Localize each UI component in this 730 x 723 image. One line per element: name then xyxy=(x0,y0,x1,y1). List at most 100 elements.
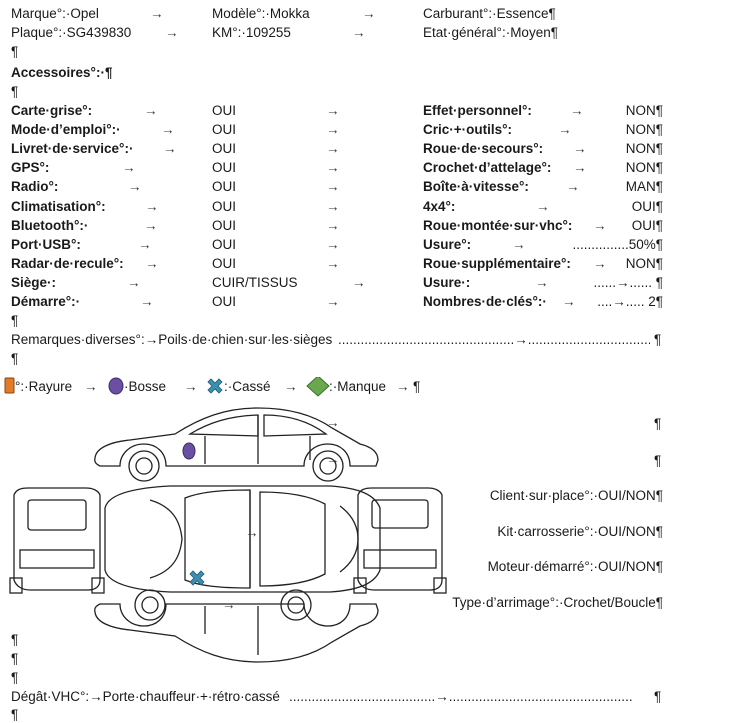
accessory-value: ....→..... 2¶ xyxy=(597,294,663,309)
accessory-value: OUI xyxy=(212,217,237,233)
accessory-label: Roue·montée·sur·vhc°: xyxy=(423,217,573,233)
accessory-value: OUI xyxy=(212,255,237,271)
check-type-arrimage: Type·d’arrimage°:·Crochet/Boucle¶ xyxy=(452,595,663,610)
pilcrow: ¶ xyxy=(11,632,19,647)
tab-arrow: → xyxy=(145,198,159,214)
tab-arrow: → xyxy=(184,379,198,394)
accessory-label: 4x4°: xyxy=(423,198,456,214)
accessory-label: Usure°: xyxy=(423,236,472,252)
tab-arrow: → xyxy=(128,179,142,195)
accessory-label: Carte·grise°: xyxy=(11,103,93,118)
tab-arrow: → xyxy=(161,122,175,138)
accessory-label: Siège·: xyxy=(11,274,57,290)
bosse-icon xyxy=(108,377,124,395)
tab-arrow: → xyxy=(326,255,340,271)
tab-arrow: → xyxy=(593,255,607,271)
car-side-view-bottom xyxy=(94,589,379,663)
tab-arrow: → xyxy=(396,379,410,394)
tab-arrow: → xyxy=(562,294,576,309)
tab-arrow: → xyxy=(593,217,607,233)
pilcrow: ¶ xyxy=(654,416,662,431)
tab-arrow: → xyxy=(326,452,340,467)
accessory-label: Radar·de·recule°: xyxy=(11,255,124,271)
accessory-value: NON¶ xyxy=(625,122,663,138)
bosse-marker xyxy=(182,442,196,460)
tab-arrow: → xyxy=(326,294,340,309)
legend-icons xyxy=(4,377,330,397)
tab-arrow: → xyxy=(144,103,158,118)
damage-leader: .......................................→… xyxy=(289,689,633,704)
accessory-value: OUI xyxy=(212,103,237,118)
tab-arrow: → xyxy=(140,294,154,309)
check-client-sur-place: Client·sur·place°:·OUI/NON¶ xyxy=(489,488,663,503)
tab-arrow: → xyxy=(573,160,587,176)
tab-arrow: → xyxy=(165,25,179,40)
pilcrow: ¶ xyxy=(11,84,19,99)
pilcrow: ¶ xyxy=(413,379,421,394)
legend-label-manque: :·Manque xyxy=(329,379,387,394)
accessory-value: OUI xyxy=(212,236,237,252)
tab-arrow: → xyxy=(326,217,340,233)
manque-icon xyxy=(306,377,330,397)
accessory-value: NON¶ xyxy=(625,103,663,118)
tab-arrow: → xyxy=(284,379,298,394)
accessory-label: Climatisation°: xyxy=(11,198,106,214)
accessory-value: CUIR/TISSUS xyxy=(212,274,298,290)
accessory-label: Roue·de·secours°: xyxy=(423,141,544,157)
car-diagram xyxy=(9,407,447,663)
tab-arrow: → xyxy=(326,415,340,430)
tab-arrow: → xyxy=(573,141,587,157)
marque-field: Marque°:·Opel xyxy=(11,6,99,21)
accessory-value: OUI xyxy=(212,160,237,176)
tab-arrow: → xyxy=(245,525,259,540)
accessory-label: Crochet·d’attelage°: xyxy=(423,160,552,176)
car-side-view-top xyxy=(94,407,379,482)
accessory-value: OUI xyxy=(212,122,237,138)
pilcrow: ¶ xyxy=(654,689,662,704)
rayure-icon xyxy=(4,377,15,394)
km-field: KM°:·109255 xyxy=(212,25,291,40)
tab-arrow: → xyxy=(122,160,136,176)
tab-arrow: → xyxy=(352,25,366,40)
check-moteur-demarre: Moteur·démarré°:·OUI/NON¶ xyxy=(487,559,663,574)
tab-arrow: → xyxy=(127,274,141,290)
accessory-value: OUI xyxy=(212,294,237,309)
car-front-view xyxy=(9,487,105,594)
accessory-label: Nombres·de·clés°:· xyxy=(423,294,547,309)
accessory-value: OUI xyxy=(212,141,237,157)
tab-arrow: → xyxy=(326,103,340,118)
accessories-title: Accessoires°:·¶ xyxy=(11,65,113,80)
tab-arrow: → xyxy=(326,198,340,214)
pilcrow: ¶ xyxy=(11,313,19,328)
accessory-value: ......→...... ¶ xyxy=(593,274,663,290)
carburant-field: Carburant°:·Essence¶ xyxy=(423,6,556,21)
accessory-value: OUI xyxy=(212,198,237,214)
etat-field: Etat·général°:·Moyen¶ xyxy=(423,25,558,40)
accessory-label: Démarre°:· xyxy=(11,294,81,309)
legend-label-bosse: ·Bosse xyxy=(124,379,167,394)
tab-arrow: → xyxy=(512,236,526,252)
tab-arrow: → xyxy=(362,6,376,21)
accessory-label: Bluetooth°:· xyxy=(11,217,89,233)
tab-arrow: → xyxy=(326,236,340,252)
accessory-value: NON¶ xyxy=(625,255,663,271)
accessory-label: GPS°: xyxy=(11,160,50,176)
accessory-value: ...............50%¶ xyxy=(572,236,663,252)
legend-label-rayure: °:·Rayure xyxy=(15,379,73,394)
check-kit-carrosserie: Kit·carrosserie°:·OUI/NON¶ xyxy=(497,524,663,539)
tab-arrow: → xyxy=(222,597,236,612)
accessory-label: Usure·: xyxy=(423,274,471,290)
accessory-value: OUI¶ xyxy=(631,217,663,233)
remarks-label: Remarques·diverses°:→Poils·de·chien·sur·… xyxy=(11,332,333,347)
tab-arrow: → xyxy=(326,122,340,138)
accessory-value: NON¶ xyxy=(625,160,663,176)
tab-arrow: → xyxy=(326,179,340,195)
tab-arrow: → xyxy=(163,141,177,157)
tab-arrow: → xyxy=(326,141,340,157)
tab-arrow: → xyxy=(138,236,152,252)
accessory-label: Mode·d’emploi°:· xyxy=(11,122,121,138)
accessory-label: Port·USB°: xyxy=(11,236,81,252)
pilcrow: ¶ xyxy=(654,453,662,468)
accessory-label: Livret·de·service°:· xyxy=(11,141,134,157)
accessory-label: Effet·personnel°: xyxy=(423,103,532,118)
